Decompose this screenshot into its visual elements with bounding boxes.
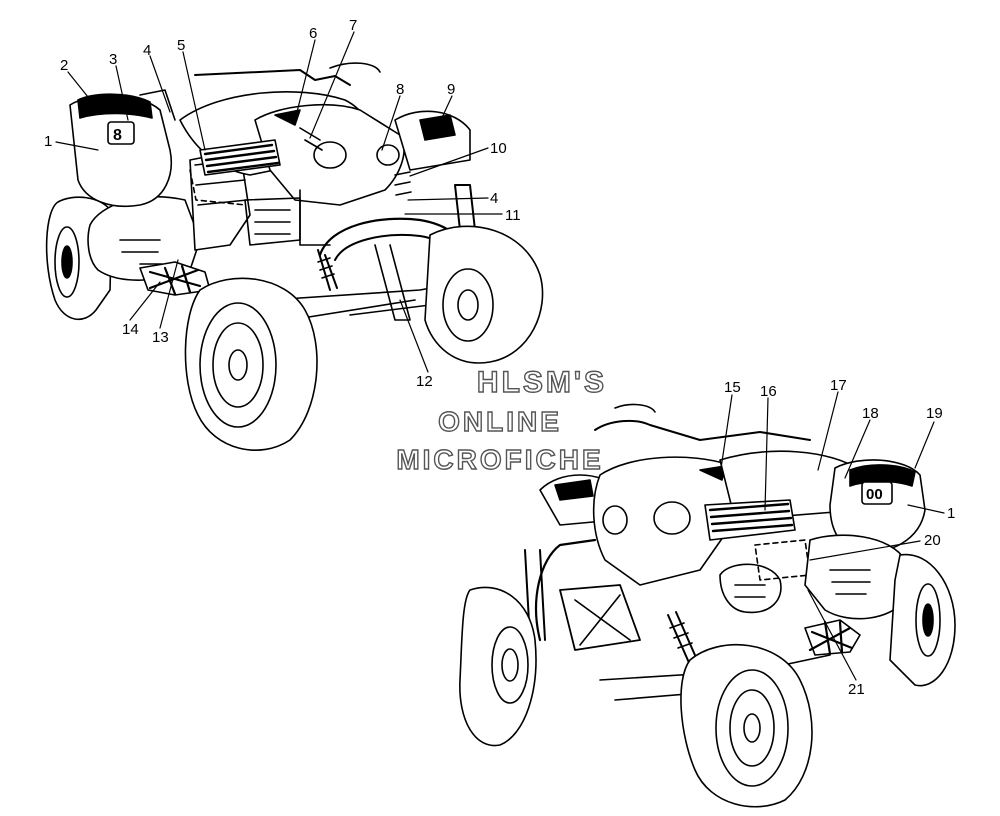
callout-17: 17 — [830, 377, 847, 394]
watermark-line-3: MICROFICHE — [396, 443, 604, 475]
callout-4-second: 4 — [490, 190, 498, 207]
callout-5: 5 — [177, 37, 185, 54]
callout-4: 4 — [143, 42, 151, 59]
callout-10: 10 — [490, 140, 507, 157]
callout-14: 14 — [122, 321, 139, 338]
svg-text:00: 00 — [866, 486, 883, 503]
callout-16: 16 — [760, 383, 777, 400]
callout-labels: 1 2 3 4 5 6 7 8 9 10 4 11 12 13 14 15 16… — [44, 17, 955, 698]
callout-15: 15 — [724, 379, 741, 396]
watermark-line-1: HLSM'S — [476, 365, 608, 399]
callout-9: 9 — [447, 81, 455, 98]
callout-8: 8 — [396, 81, 404, 98]
callout-11: 11 — [505, 207, 521, 224]
watermark-line-2: ONLINE — [437, 405, 562, 437]
callout-18: 18 — [862, 405, 879, 422]
callout-20: 20 — [924, 532, 941, 549]
callout-13: 13 — [152, 329, 169, 346]
callout-1: 1 — [44, 133, 52, 150]
callout-6: 6 — [309, 25, 317, 42]
callout-19: 19 — [926, 405, 943, 422]
atv-left: 8 — [45, 62, 544, 451]
callout-1-second: 1 — [947, 505, 955, 522]
callout-3: 3 — [109, 51, 117, 68]
callout-7: 7 — [349, 17, 357, 34]
callout-2: 2 — [60, 57, 68, 74]
callout-21: 21 — [848, 681, 865, 698]
leader-lines — [55, 31, 945, 681]
callout-12: 12 — [416, 373, 433, 390]
svg-text:8: 8 — [113, 127, 122, 144]
